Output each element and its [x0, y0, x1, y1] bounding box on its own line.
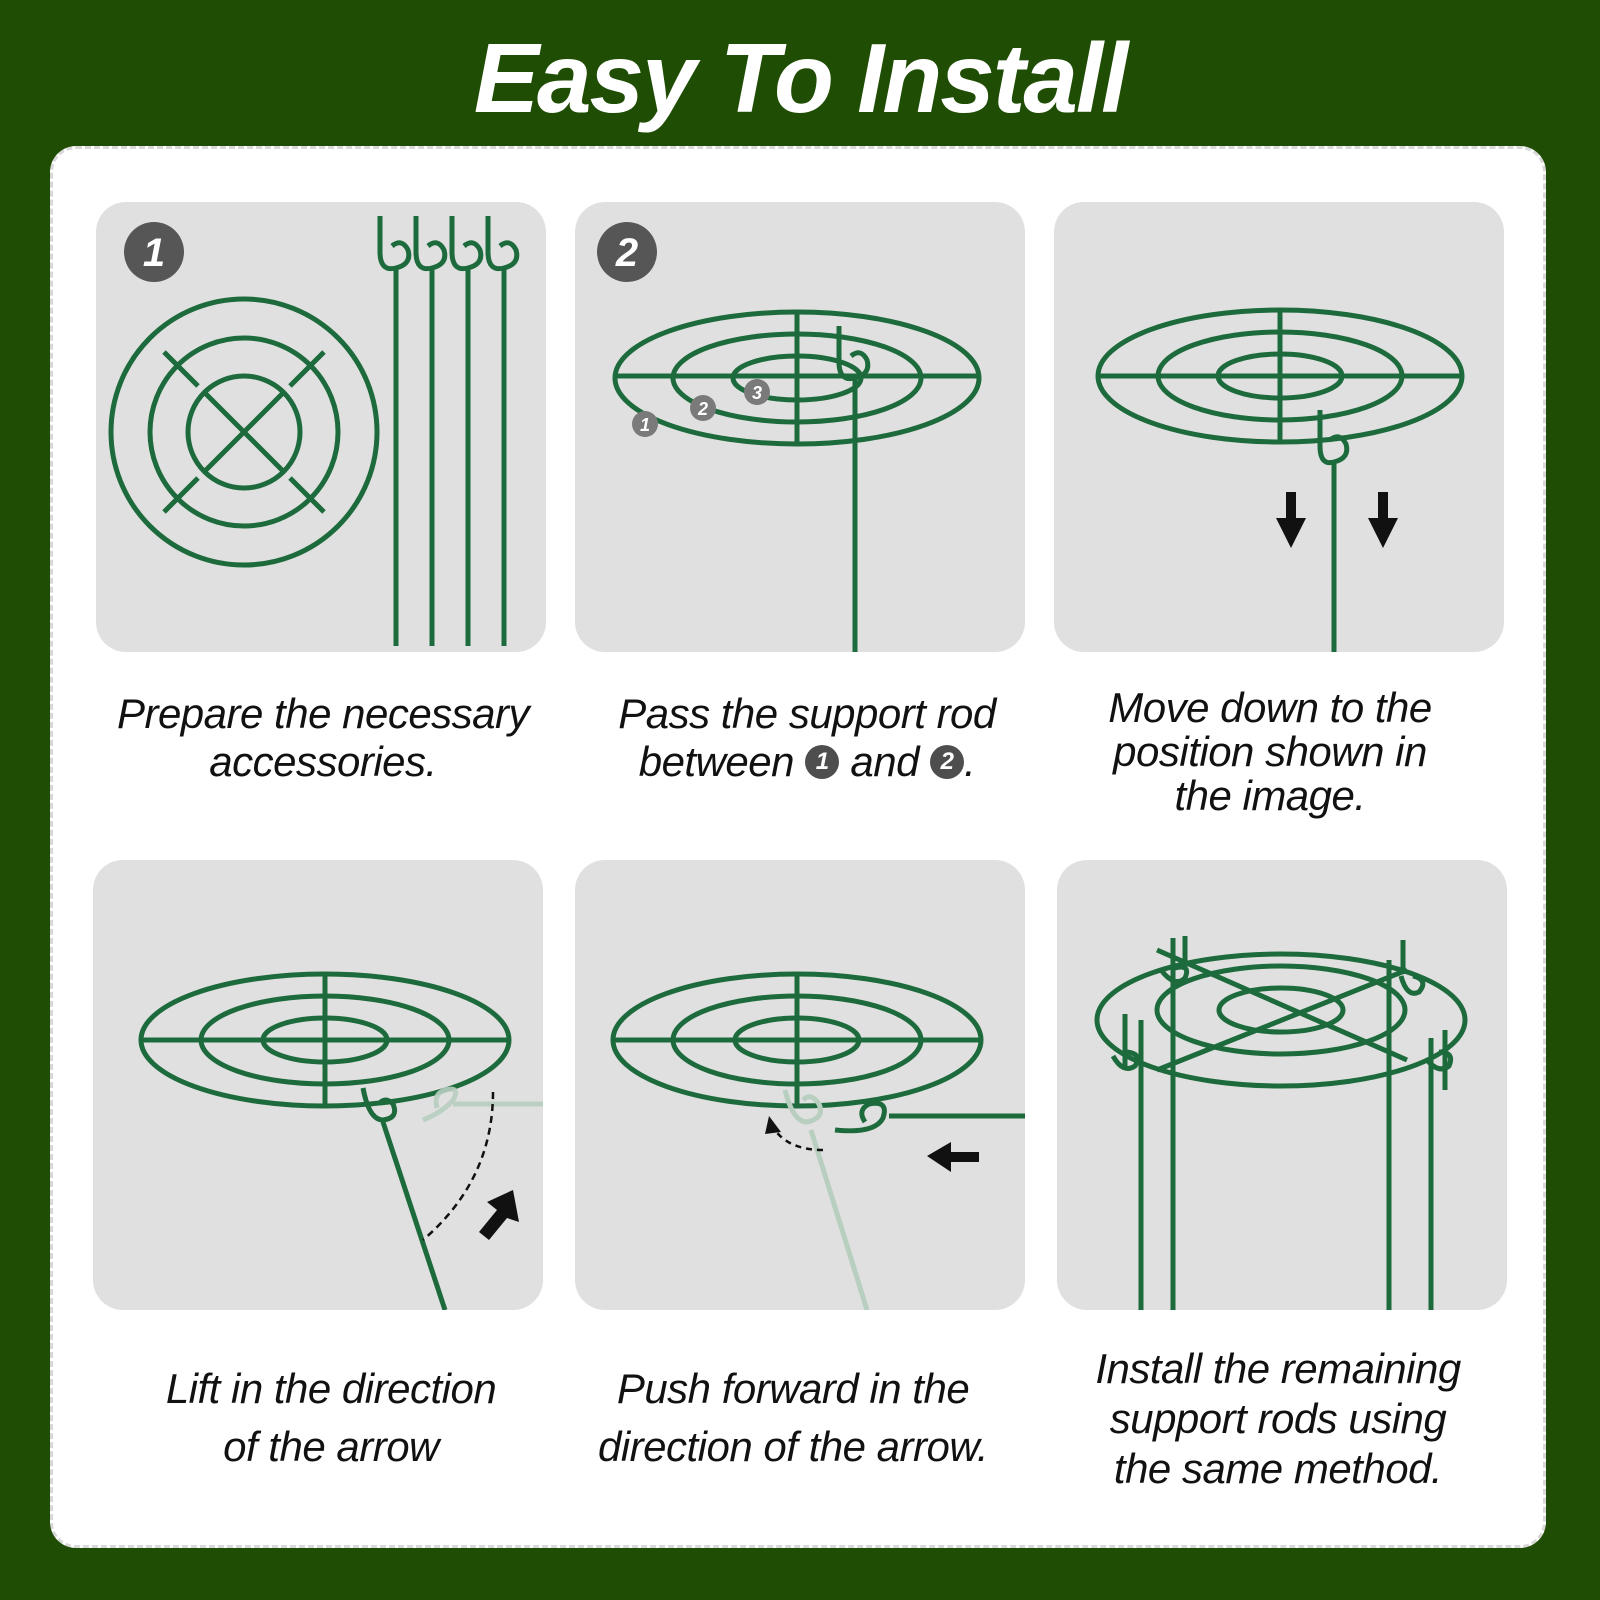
- assembled-frame-icon: [1094, 936, 1468, 1310]
- step-2-image: 1 2 3 2: [575, 202, 1025, 652]
- support-rod-icon: [834, 1100, 1025, 1134]
- step-3-image: [1054, 202, 1504, 652]
- step-badge-icon: [597, 222, 657, 282]
- ring-frame-icon: [612, 309, 982, 447]
- page-title: Easy To Install: [473, 23, 1129, 133]
- number-badge-1: 1: [805, 744, 840, 779]
- step-2-caption: Pass the support rod between 1 and 2.: [618, 690, 996, 785]
- number-badge-2: 2: [930, 744, 965, 779]
- support-rod-icon: [1317, 410, 1350, 652]
- ghost-rod-icon: [422, 1086, 543, 1123]
- svg-text:3: 3: [752, 383, 762, 403]
- curved-path-icon: [422, 1091, 495, 1241]
- ghost-rod-icon: [782, 1089, 870, 1310]
- arrow-up-right-icon: [479, 1190, 519, 1240]
- svg-text:2: 2: [697, 399, 708, 419]
- support-rod-icon: [836, 326, 871, 652]
- arrow-left-icon: [927, 1142, 979, 1172]
- step-2-badge: 2: [615, 231, 638, 275]
- step-1-caption: Prepare the necessary accessories.: [116, 690, 530, 785]
- step-3-caption: Move down to the position shown in the i…: [1108, 684, 1432, 819]
- step-5-caption: Push forward in the direction of the arr…: [597, 1365, 989, 1470]
- step-6-image: [1057, 860, 1507, 1310]
- step-1-badge: 1: [143, 231, 165, 275]
- ring-frame-icon: [108, 296, 380, 568]
- ring-frame-icon: [138, 971, 512, 1109]
- support-rods-icon: [377, 216, 520, 646]
- arrow-down-icon: [1276, 492, 1398, 548]
- step-6-caption: Install the remaining support rods using…: [1095, 1345, 1461, 1492]
- ring-frame-icon: [610, 971, 984, 1109]
- step-4-image: [93, 860, 543, 1310]
- step-4-caption: Lift in the direction of the arrow: [165, 1365, 497, 1470]
- step-5-image: [575, 860, 1025, 1310]
- ring-number-markers: 1 2 3: [632, 379, 770, 437]
- step-1-image: 1: [96, 202, 546, 652]
- ring-frame-icon: [1095, 307, 1465, 445]
- support-rod-icon: [360, 1087, 448, 1310]
- step-badge-icon: [124, 222, 184, 282]
- svg-text:1: 1: [640, 415, 650, 435]
